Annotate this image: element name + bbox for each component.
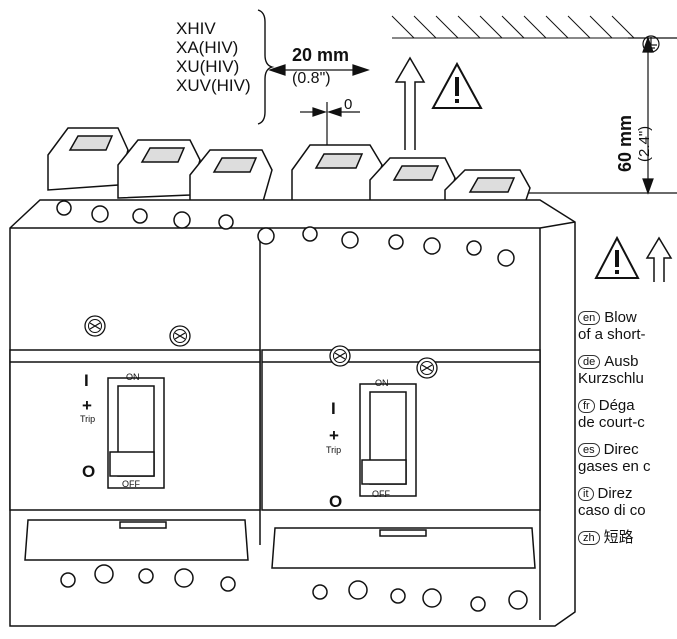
off-label: OFF [122, 479, 140, 489]
legend-text: caso di co [578, 502, 646, 519]
trip-symbol: + [82, 396, 92, 415]
on-symbol: I [331, 399, 336, 418]
language-code: de [578, 355, 601, 369]
legend-text: Kurzschlu [578, 370, 644, 387]
side-clearance-zero: 0 [344, 96, 353, 113]
off-symbol: O [329, 492, 343, 511]
breaker [9, 127, 576, 627]
on-label: ON [126, 372, 140, 382]
legend-text: of a short- [578, 326, 646, 343]
legend-text: Déga [598, 397, 635, 414]
top-clearance-imperial: (2.4") [636, 125, 653, 162]
trip-label: Trip [80, 414, 96, 424]
warning-triangle-icon [431, 61, 483, 109]
language-code: it [578, 487, 594, 501]
screw-icon [416, 357, 438, 379]
wall-hatch [391, 15, 677, 39]
trip-label: Trip [326, 445, 342, 455]
legend-text: Blow [604, 309, 637, 326]
legend-text: gases en c [578, 458, 651, 475]
language-code: es [578, 443, 600, 457]
legend-text: Direz [597, 485, 633, 502]
accessory-bracket [257, 9, 275, 125]
side-clearance-metric: 20 mm [292, 45, 350, 65]
language-code: en [578, 311, 601, 325]
legend-text: de court-c [578, 414, 645, 431]
on-label: ON [375, 378, 389, 388]
screw-icon [329, 345, 351, 367]
off-symbol: O [82, 462, 96, 481]
accessory-label: XA(HIV) [176, 38, 239, 57]
side-clearance-dimension [268, 64, 370, 152]
accessory-label: XHIV [176, 19, 216, 38]
screw-icon [84, 315, 106, 337]
language-code: fr [578, 399, 595, 413]
accessory-label: XUV(HIV) [176, 76, 251, 95]
legend-text: 短路 [603, 528, 634, 546]
legend-text: Direc [603, 441, 639, 458]
top-clearance-metric: 60 mm [615, 114, 635, 172]
screw-icon [169, 325, 191, 347]
up-arrow-icon [394, 56, 426, 150]
terminal-row [47, 127, 531, 221]
on-symbol: I [84, 371, 89, 390]
legend-text: Ausb [604, 353, 639, 370]
accessory-labels: XHIV XA(HIV) XU(HIV) XUV(HIV) [176, 19, 251, 95]
trip-symbol: + [329, 426, 339, 445]
top-clearance-dimension [462, 36, 677, 195]
side-clearance-imperial: (0.8") [292, 70, 331, 87]
legend-arrow-icon [645, 236, 673, 282]
legend-warning-icon [594, 235, 640, 279]
off-label: OFF [372, 489, 390, 499]
accessory-label: XU(HIV) [176, 57, 240, 76]
language-code: zh [578, 531, 600, 545]
